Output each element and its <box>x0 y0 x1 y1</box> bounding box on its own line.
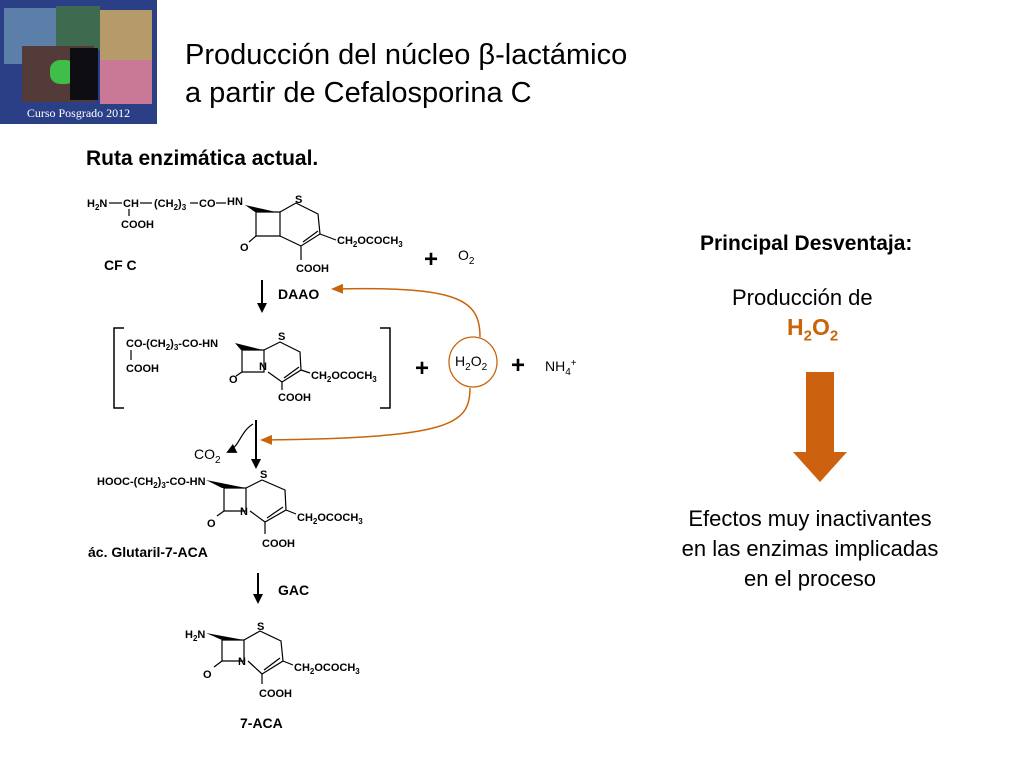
double-bond <box>266 506 284 519</box>
glutaryl-ch2ococh3: CH2OCOCH3 <box>297 512 363 526</box>
carbonyl-bond <box>235 371 243 377</box>
glutaryl-chain: HOOC-(CH2)3-CO-HN <box>97 476 206 490</box>
wedge-bond <box>235 343 263 350</box>
h2o2-highlight: H2O2 <box>787 314 839 345</box>
double-bond <box>263 657 281 671</box>
aca-cooh: COOH <box>259 688 292 700</box>
aca-nitrogen: N <box>238 656 246 668</box>
glutaryl-oxygen: O <box>207 518 216 530</box>
aca-ch2ococh3: CH2OCOCH3 <box>294 662 360 676</box>
title-line-1: Producción del núcleo β-lactámico <box>185 39 628 71</box>
aca-sulfur: S <box>257 621 264 633</box>
h2o2-arrow-to-decarboxylation <box>260 387 471 445</box>
co2-release-label: CO2 <box>194 446 221 466</box>
beta-lactam-ring <box>255 211 281 237</box>
logo-caption: Curso Posgrado 2012 <box>26 106 131 120</box>
bond <box>282 660 294 666</box>
h2o2-highlight-circle <box>448 336 498 388</box>
plus-sign-h2o2: + <box>415 355 429 382</box>
cephalosporin-c-structure: H2N CH (CH2)3 CO HN COOH S O CH2OCOCH3 C… <box>87 194 403 275</box>
effects-line-3: en el proceso <box>743 566 877 591</box>
glutaryl-7-aca-structure: HOOC-(CH2)3-CO-HN S N O CH2OCOCH3 COOH <box>97 469 363 550</box>
h2o2-byproduct: H2O2 <box>455 353 488 373</box>
bond <box>300 369 311 374</box>
glutaryl-cooh: COOH <box>262 538 295 550</box>
intermediate-cooh: COOH <box>278 392 311 404</box>
wedge-bond <box>206 480 246 488</box>
main-disadvantage-heading: Principal Desventaja: <box>700 232 913 255</box>
glutaryl-label: ác. Glutaril-7-ACA <box>88 544 208 560</box>
cfc-cooh: COOH <box>296 263 329 275</box>
double-bond <box>302 230 319 243</box>
co2-release-arrow <box>226 423 254 453</box>
intermediate-ch2ococh3: CH2OCOCH3 <box>311 370 377 384</box>
wedge-bond <box>245 205 276 212</box>
cfc-amino-chain: H2N <box>87 198 107 212</box>
effects-line-1: Efectos muy inactivantes <box>688 506 932 531</box>
logo-tile-top-middle <box>56 6 100 50</box>
plus-sign-o2: + <box>424 246 438 273</box>
oxygen-reagent: O2 <box>458 247 475 267</box>
cfc-label: CF C <box>104 257 137 273</box>
cfc-side-cooh: COOH <box>121 219 154 231</box>
daao-enzyme-label: DAAO <box>278 286 319 302</box>
intermediate-chain: CO-(CH2)3-CO-HN <box>126 338 218 352</box>
cfc-co: CO <box>199 198 216 210</box>
beta-lactam-ring <box>223 487 247 512</box>
dihydrothiazine-ring <box>263 341 302 383</box>
glutaryl-sulfur: S <box>260 469 267 481</box>
aca-amine: H2N <box>185 629 205 643</box>
double-bond <box>283 366 300 379</box>
course-logo: Curso Posgrado 2012 <box>0 0 157 124</box>
h2o2-arrow-to-daao <box>331 283 481 338</box>
carbonyl-bond <box>216 510 225 517</box>
effects-line-2: en las enzimas implicadas <box>681 536 939 561</box>
wedge-bond <box>206 633 244 640</box>
beta-lactam-ring <box>221 639 245 662</box>
plus-sign-nh4: + <box>511 352 525 379</box>
cfc-sulfur: S <box>295 194 302 206</box>
cfc-ch2ococh3: CH2OCOCH3 <box>337 235 403 249</box>
carbonyl-bond <box>248 235 257 243</box>
carbonyl-bond <box>213 660 223 668</box>
section-subtitle: Ruta enzimática actual. <box>86 147 319 170</box>
seven-aca-structure: H2N S N O CH2OCOCH3 COOH <box>185 621 360 700</box>
logo-tile-flask <box>100 60 152 104</box>
title-line-2: a partir de Cefalosporina C <box>185 77 532 109</box>
right-bracket <box>380 327 391 409</box>
cfc-hn: HN <box>227 196 243 208</box>
keto-intermediate-structure: CO-(CH2)3-CO-HN COOH S N O CH2OCOCH3 COO… <box>113 327 391 409</box>
glutaryl-nitrogen: N <box>240 506 248 518</box>
production-of-text: Producción de <box>732 285 873 310</box>
dihydrothiazine-ring <box>243 630 284 675</box>
intermediate-side-cooh: COOH <box>126 363 159 375</box>
down-arrow-icon <box>793 372 847 482</box>
effects-text: Efectos muy inactivantes en las enzimas … <box>640 504 980 594</box>
intermediate-oxygen: O <box>229 374 238 386</box>
beta-lactam-ring <box>241 349 265 373</box>
cfc-oxygen: O <box>240 242 249 254</box>
cfc-ch2-3: (CH2)3 <box>154 198 187 212</box>
dihydrothiazine-ring <box>245 479 287 523</box>
ammonium-byproduct: NH4+ <box>545 358 577 378</box>
intermediate-sulfur: S <box>278 331 285 343</box>
aca-oxygen: O <box>203 669 212 681</box>
left-bracket <box>113 327 124 409</box>
intermediate-nitrogen: N <box>259 361 267 373</box>
slide-title: Producción del núcleo β-lactámico a part… <box>185 36 627 112</box>
logo-tile-dark-panel <box>70 48 98 100</box>
bond <box>285 509 297 515</box>
cfc-ch: CH <box>123 198 139 210</box>
gac-enzyme-label: GAC <box>278 582 309 598</box>
bond <box>319 233 337 241</box>
aca-label: 7-ACA <box>240 715 283 731</box>
dihydrothiazine-ring <box>279 202 321 247</box>
reaction-scheme: H2N CH (CH2)3 CO HN COOH S O CH2OCOCH3 C… <box>87 194 577 731</box>
